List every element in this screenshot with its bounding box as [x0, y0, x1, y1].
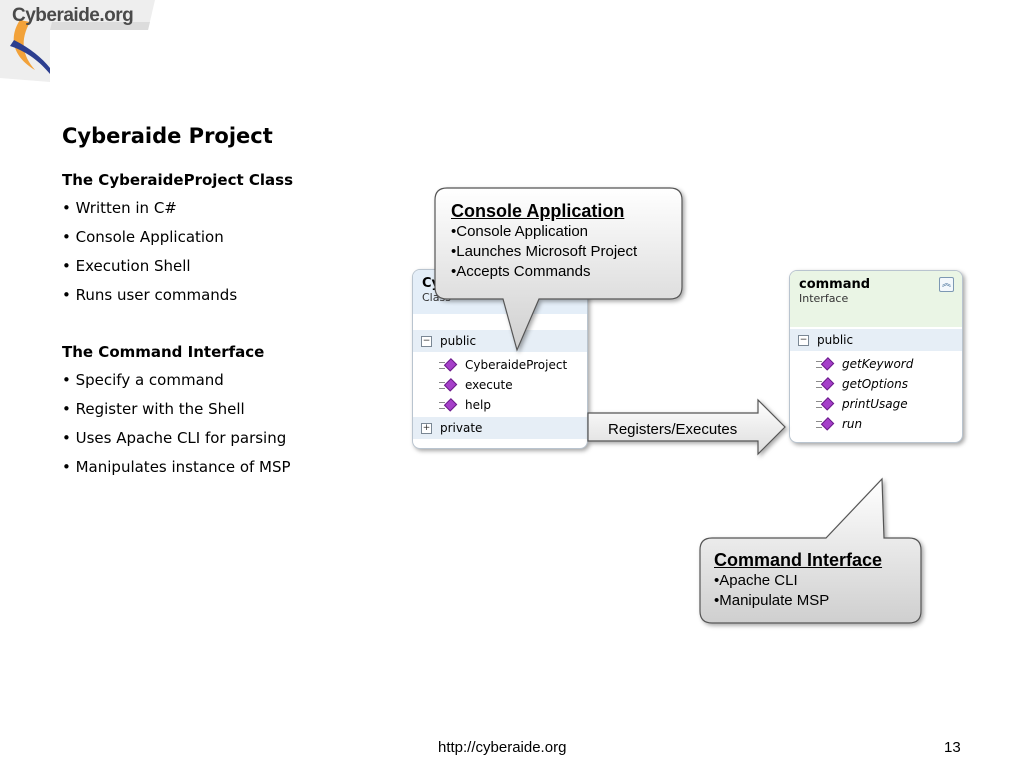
interface-section-heading: The Command Interface	[62, 343, 265, 361]
console-callout-item: •Console Application	[451, 223, 589, 240]
command-callout-text: Command Interface •Apache CLI •Manipulat…	[714, 549, 882, 611]
class-private-label: private	[440, 421, 483, 435]
collapse-minus-icon[interactable]: −	[421, 335, 432, 347]
interface-bullet: • Manipulates instance of MSP	[62, 458, 291, 476]
class-bullet: • Console Application	[62, 228, 224, 246]
interface-name: command	[799, 277, 871, 292]
class-diagram-box: Cy Class − public CyberaideProject execu…	[412, 269, 588, 449]
cyberaide-logo: Cyberaide.org	[0, 0, 160, 82]
interface-member-label: run	[842, 417, 863, 431]
class-bullet: • Written in C#	[62, 199, 177, 217]
interface-public-label: public	[817, 333, 854, 347]
interface-member-label: getOptions	[842, 377, 909, 391]
left-text-block: The CyberaideProject Class • Written in …	[62, 166, 382, 482]
command-callout-title: Command Interface	[714, 550, 883, 570]
interface-member[interactable]: run	[790, 414, 962, 434]
command-callout-item: •Manipulate MSP	[714, 592, 830, 609]
page-number: 13	[944, 739, 961, 756]
class-stereotype: Class	[422, 291, 451, 304]
class-bullet: • Runs user commands	[62, 286, 238, 304]
class-private-section[interactable]: + private	[413, 417, 587, 439]
class-member[interactable]: help	[413, 395, 587, 415]
interface-stereotype: Interface	[799, 292, 849, 305]
class-member[interactable]: execute	[413, 375, 587, 395]
interface-diagram-box: command Interface ︽ − public getKeyword …	[789, 270, 963, 443]
method-icon	[816, 397, 835, 411]
collapse-chevron-up-icon[interactable]: ︽	[939, 277, 954, 292]
interface-bullet: • Register with the Shell	[62, 400, 245, 418]
class-bullet: • Execution Shell	[62, 257, 191, 275]
collapse-minus-icon[interactable]: −	[798, 334, 809, 346]
footer-url[interactable]: http://cyberaide.org	[438, 739, 567, 756]
console-callout-text: Console Application •Console Application…	[451, 200, 637, 282]
class-member-label: help	[465, 398, 491, 412]
interface-member[interactable]: getKeyword	[790, 354, 962, 374]
interface-header: command Interface ︽	[790, 271, 962, 327]
interface-public-section[interactable]: − public	[790, 329, 962, 351]
class-section-heading: The CyberaideProject Class	[62, 171, 293, 189]
interface-bullet: • Uses Apache CLI for parsing	[62, 429, 287, 447]
method-icon	[816, 377, 835, 391]
console-callout-item: •Accepts Commands	[451, 263, 591, 280]
console-callout-title: Console Application	[451, 201, 625, 221]
method-icon	[439, 378, 458, 392]
interface-member-label: printUsage	[842, 397, 908, 411]
interface-member[interactable]: printUsage	[790, 394, 962, 414]
method-icon	[816, 417, 835, 431]
console-callout-item: •Launches Microsoft Project	[451, 243, 638, 260]
interface-bullet: • Specify a command	[62, 371, 224, 389]
class-member[interactable]: CyberaideProject	[413, 355, 587, 375]
logo-text: Cyberaide.org	[12, 5, 134, 26]
method-icon	[439, 398, 458, 412]
class-member-label: execute	[465, 378, 513, 392]
class-public-section[interactable]: − public	[413, 330, 587, 352]
method-icon	[439, 358, 458, 372]
interface-member-label: getKeyword	[842, 357, 914, 371]
class-member-label: CyberaideProject	[465, 358, 568, 372]
method-icon	[816, 357, 835, 371]
logo-swoosh-graphic	[0, 0, 155, 82]
command-callout-item: •Apache CLI	[714, 572, 798, 589]
arrow-label: Registers/Executes	[608, 421, 738, 438]
interface-member[interactable]: getOptions	[790, 374, 962, 394]
expand-plus-icon[interactable]: +	[421, 422, 432, 434]
class-public-label: public	[440, 334, 477, 348]
slide-title: Cyberaide Project	[62, 124, 273, 148]
